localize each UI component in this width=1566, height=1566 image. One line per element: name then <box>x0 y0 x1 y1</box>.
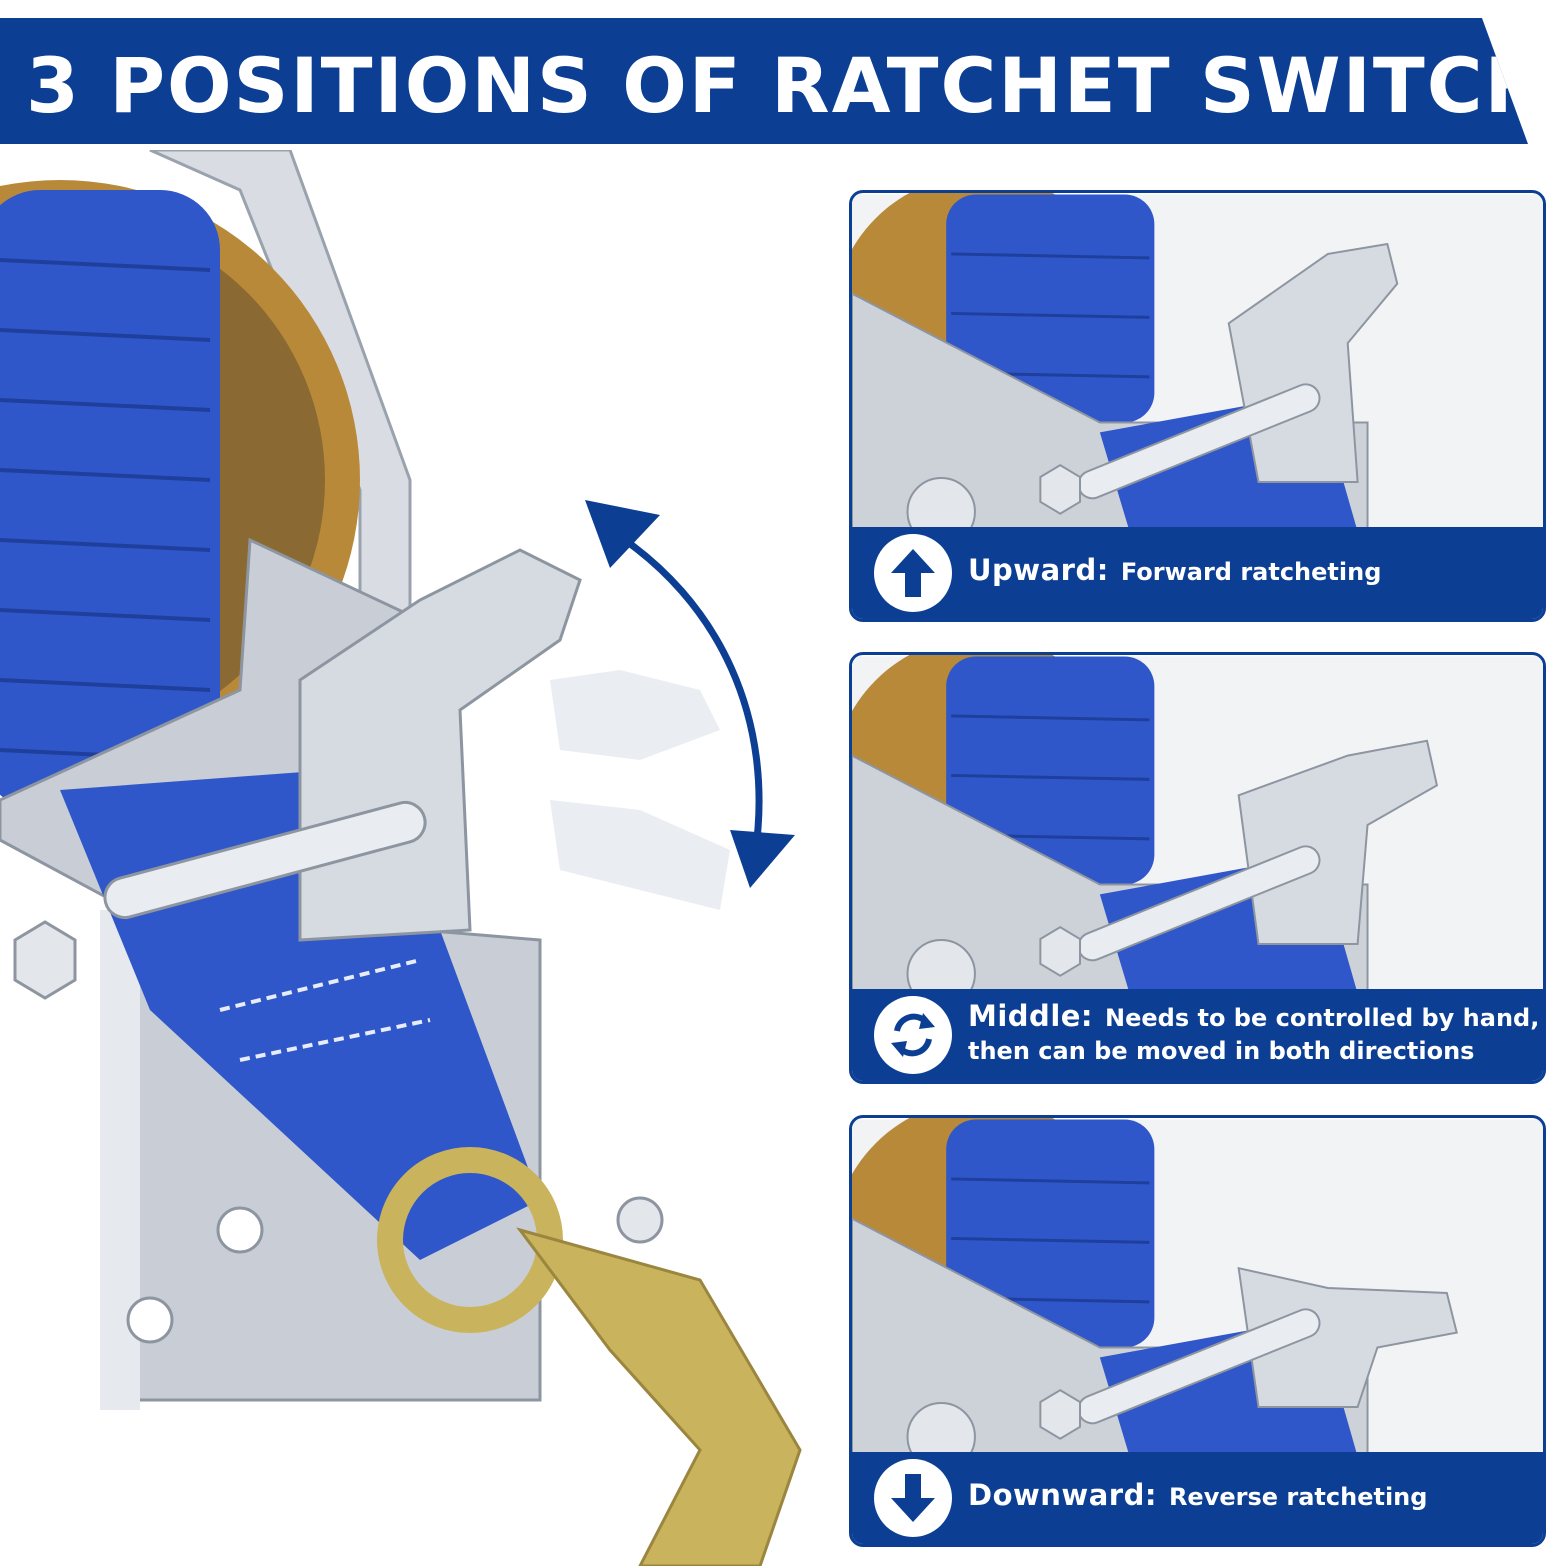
position-name: Middle: <box>968 999 1094 1033</box>
label-upward: Upward: Forward ratcheting <box>968 553 1381 587</box>
winch-middle-photo <box>852 655 1543 995</box>
position-description: Reverse ratcheting <box>1168 1483 1428 1511</box>
position-description: Forward ratcheting <box>1120 558 1382 586</box>
winch-hero-image <box>0 150 802 1566</box>
winch-downward-photo <box>852 1118 1543 1458</box>
badge-middle <box>874 996 952 1074</box>
badge-downward <box>874 1459 952 1537</box>
rotate-arrows-circle-icon <box>891 1013 935 1057</box>
panel-middle: Middle: Needs to be controlled by hand, t… <box>849 652 1546 1084</box>
label-middle-line2: then can be moved in both directions <box>968 1037 1474 1065</box>
winch-upward-photo <box>852 193 1543 533</box>
label-middle: Middle: Needs to be controlled by hand, <box>968 999 1539 1033</box>
panel-upward-label-bar: Upward: Forward ratcheting <box>852 527 1543 619</box>
panel-downward: Downward: Reverse ratcheting <box>849 1115 1546 1547</box>
panel-upward: Upward: Forward ratcheting <box>849 190 1546 622</box>
double-curved-arrow-icon <box>585 500 795 888</box>
page-title: 3 POSITIONS OF RATCHET SWITCH <box>26 41 1551 130</box>
header-banner: 3 POSITIONS OF RATCHET SWITCH <box>0 18 1528 144</box>
arrow-down-circle-icon <box>891 1474 935 1522</box>
label-downward: Downward: Reverse ratcheting <box>968 1478 1427 1512</box>
badge-upward <box>874 534 952 612</box>
arrow-up-circle-icon <box>891 549 935 597</box>
position-name: Downward: <box>968 1478 1157 1512</box>
panel-middle-label-bar: Middle: Needs to be controlled by hand, t… <box>852 989 1543 1081</box>
position-description-cont: then can be moved in both directions <box>968 1037 1475 1065</box>
position-description: Needs to be controlled by hand, <box>1105 1004 1540 1032</box>
panel-downward-label-bar: Downward: Reverse ratcheting <box>852 1452 1543 1544</box>
position-name: Upward: <box>968 553 1109 587</box>
